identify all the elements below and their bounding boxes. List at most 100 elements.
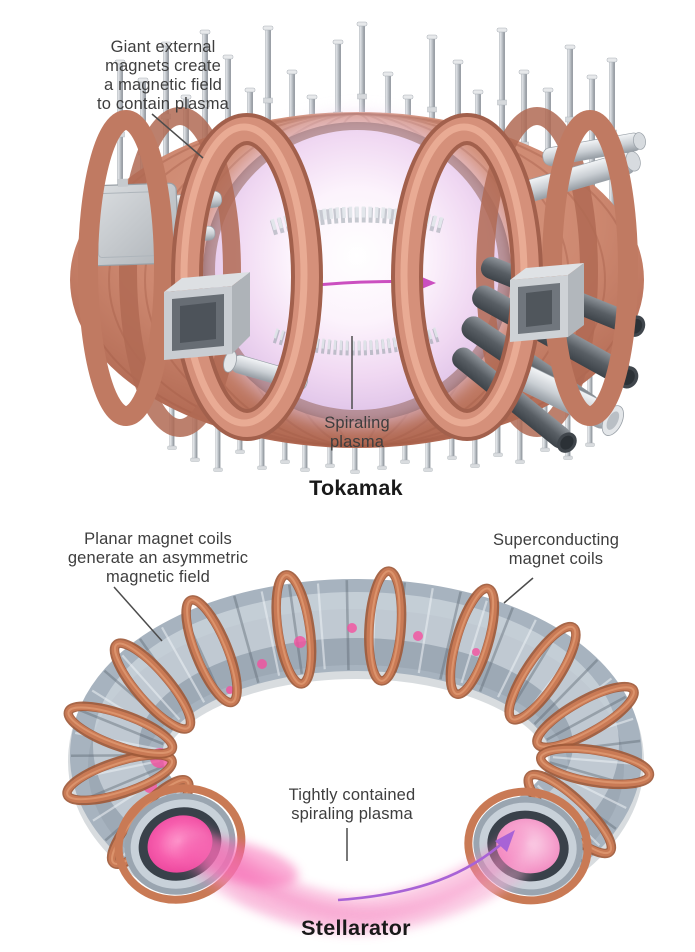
stellarator-segment-rib bbox=[552, 756, 639, 766]
rod-foot bbox=[257, 465, 267, 470]
tokamak-title: Tokamak bbox=[309, 476, 403, 500]
label-external-magnets: Giant external magnets create a magnetic… bbox=[97, 38, 229, 114]
rod-cap bbox=[496, 27, 508, 33]
stellarator-illustration bbox=[62, 566, 655, 935]
rod-collar bbox=[357, 93, 367, 100]
stellarator-plasma-beam bbox=[177, 837, 299, 887]
rod-cap bbox=[222, 54, 234, 60]
stellarator-copper-ring-highlight bbox=[113, 642, 192, 730]
stellarator-title: Stellarator bbox=[301, 916, 411, 940]
rod-foot bbox=[280, 459, 290, 464]
rod-foot bbox=[515, 459, 525, 464]
rod-cap bbox=[114, 59, 126, 65]
rod-foot bbox=[563, 455, 573, 460]
rod-foot bbox=[423, 467, 433, 472]
rod-collar bbox=[427, 106, 437, 113]
stellarator-copper-ring-highlight bbox=[369, 570, 401, 682]
label-tight-plasma: Tightly contained spiraling plasma bbox=[288, 786, 416, 824]
stellarator-segment-rib bbox=[232, 595, 260, 684]
plasma-glimpse-dot bbox=[294, 636, 306, 648]
rod-foot bbox=[377, 465, 387, 470]
rod-cap bbox=[472, 89, 484, 95]
rod-foot bbox=[493, 452, 503, 457]
stellarator-segment-rib bbox=[79, 708, 164, 746]
label-superconducting-coils: Superconducting magnet coils bbox=[492, 531, 620, 569]
stellarator-segment-rib bbox=[260, 591, 281, 676]
rod-cap bbox=[586, 74, 598, 80]
leader-planar-coils bbox=[113, 586, 163, 642]
stellarator-segment-rib bbox=[439, 591, 462, 680]
rod-cap bbox=[564, 44, 576, 50]
stellarator-segment-rib bbox=[497, 619, 537, 698]
rod-cap bbox=[199, 29, 211, 35]
stellarator-copper-ring-highlight bbox=[67, 706, 174, 754]
rod-foot bbox=[235, 449, 245, 454]
tokamak-illustration bbox=[70, 21, 646, 474]
rod-foot bbox=[540, 447, 550, 452]
stellarator-segment-rib bbox=[417, 588, 434, 674]
rod-cap bbox=[332, 39, 344, 45]
rod-cap bbox=[402, 94, 414, 100]
stellarator-plasma-wisp bbox=[203, 863, 527, 925]
plasma-glimpse-dot bbox=[347, 623, 357, 633]
stellarator-segment-rib bbox=[533, 658, 599, 726]
plasma-flow-arrow-stellarator bbox=[337, 839, 507, 902]
rod-collar bbox=[200, 101, 210, 108]
rod-cap bbox=[137, 77, 149, 83]
rod-collar bbox=[263, 97, 273, 104]
tokamak-coil bbox=[78, 110, 174, 426]
tokamak-square-duct-right bbox=[510, 263, 584, 342]
annotation-leader-lines bbox=[113, 113, 534, 861]
plasma-flow-arrowhead-stellarator bbox=[495, 830, 515, 852]
rod-cap bbox=[244, 87, 256, 93]
stellarator-segment-rib bbox=[478, 607, 514, 692]
stellarator-copper-ring-highlight bbox=[276, 573, 311, 685]
stellarator-end-ring-right bbox=[464, 787, 592, 905]
rod-cap bbox=[426, 34, 438, 40]
plasma-glimpse-dot bbox=[472, 648, 480, 656]
stellarator-copper-ring-highlight bbox=[186, 599, 238, 704]
rod-foot bbox=[585, 442, 595, 447]
label-planar-coils: Planar magnet coils generate an asymmetr… bbox=[67, 530, 249, 587]
rod-cap bbox=[382, 71, 394, 77]
stellarator-segment-rib bbox=[546, 695, 627, 741]
plasma-glimpse-dot bbox=[257, 659, 267, 669]
rod-foot bbox=[400, 459, 410, 464]
rod-foot bbox=[300, 467, 310, 472]
stellarator-copper-ring-highlight bbox=[539, 748, 651, 784]
stellarator-copper-ring-highlight bbox=[450, 587, 495, 696]
stellarator-copper-ring-highlight bbox=[536, 686, 635, 748]
stellarator-segment-rib bbox=[345, 580, 350, 671]
rod-foot bbox=[213, 467, 223, 472]
rod-foot bbox=[167, 445, 177, 450]
rod-foot bbox=[190, 457, 200, 462]
rod-cap bbox=[542, 87, 554, 93]
leader-external-magnets bbox=[151, 113, 204, 159]
rod-cap bbox=[306, 94, 318, 100]
rod-cap bbox=[286, 69, 298, 75]
stellarator-segment-rib bbox=[460, 600, 488, 684]
rod-cap bbox=[518, 69, 530, 75]
label-spiraling-plasma: Spiraling plasma bbox=[324, 414, 390, 452]
rod-cap bbox=[356, 21, 368, 27]
rod-cap bbox=[262, 25, 274, 31]
stellarator-segment-rib bbox=[121, 654, 181, 721]
stellarator-segment-rib bbox=[316, 583, 326, 670]
rod-foot bbox=[325, 463, 335, 468]
plasma-glimpse-dot bbox=[226, 686, 234, 694]
tokamak-square-duct-left bbox=[164, 272, 250, 360]
rod-foot bbox=[470, 463, 480, 468]
rod-foot bbox=[350, 469, 360, 474]
stellarator-end-ring-left bbox=[114, 784, 246, 904]
stellarator-segment-rib bbox=[161, 626, 206, 703]
plasma-glimpse-dot bbox=[413, 631, 423, 641]
rod-cap bbox=[160, 41, 172, 47]
rod-cap bbox=[452, 59, 464, 65]
rod-foot bbox=[447, 455, 457, 460]
tokamak-coil bbox=[119, 107, 241, 437]
stellarator-segment-rib bbox=[287, 584, 304, 674]
stellarator-copper-ring-highlight bbox=[66, 755, 174, 801]
rod-collar bbox=[497, 99, 507, 106]
